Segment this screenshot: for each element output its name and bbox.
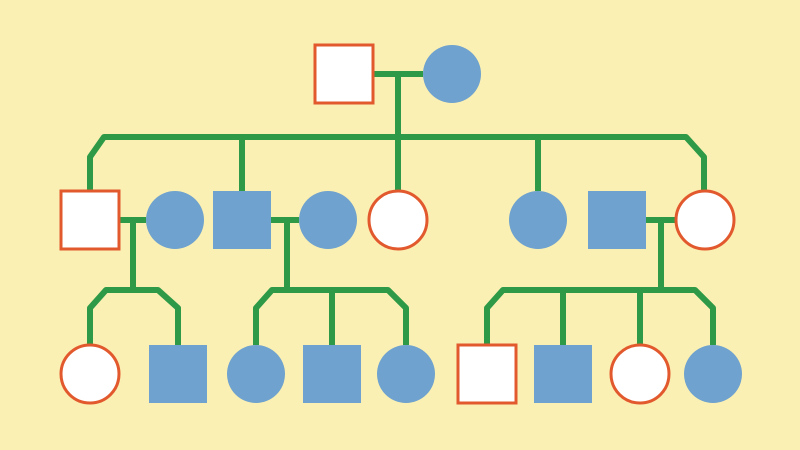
sibship-line-g3-c [484, 287, 716, 345]
affected-female-circle-g3-c4 [684, 345, 742, 403]
unaffected-male-square-g1-father [313, 43, 375, 105]
affected-female-circle-g2-son-2-spouse [299, 191, 357, 249]
unaffected-female-circle-g3-a1 [59, 343, 121, 405]
sibship-line-g3-a [87, 287, 181, 345]
affected-female-circle-g2-daughter-2 [509, 191, 567, 249]
unaffected-female-circle-g2-daughter-3 [674, 189, 736, 251]
affected-male-square-g2-daughter-3-spouse [588, 191, 646, 249]
pedigree-lines [87, 71, 716, 345]
affected-male-square-g3-b2 [303, 345, 361, 403]
affected-female-circle-g1-mother [423, 45, 481, 103]
affected-male-square-g2-son-2 [213, 191, 271, 249]
unaffected-female-circle-g2-daughter-1 [367, 189, 429, 251]
affected-female-circle-g3-b1 [227, 345, 285, 403]
unaffected-female-circle-g3-c3 [609, 343, 671, 405]
unaffected-male-square-g3-c1 [456, 343, 518, 405]
affected-female-circle-g3-b3 [377, 345, 435, 403]
affected-male-square-g3-c2 [534, 345, 592, 403]
pedigree-symbols [59, 43, 742, 405]
affected-male-square-g3-a2 [149, 345, 207, 403]
unaffected-male-square-g2-son-1 [59, 189, 121, 251]
affected-female-circle-g2-son-1-spouse [146, 191, 204, 249]
